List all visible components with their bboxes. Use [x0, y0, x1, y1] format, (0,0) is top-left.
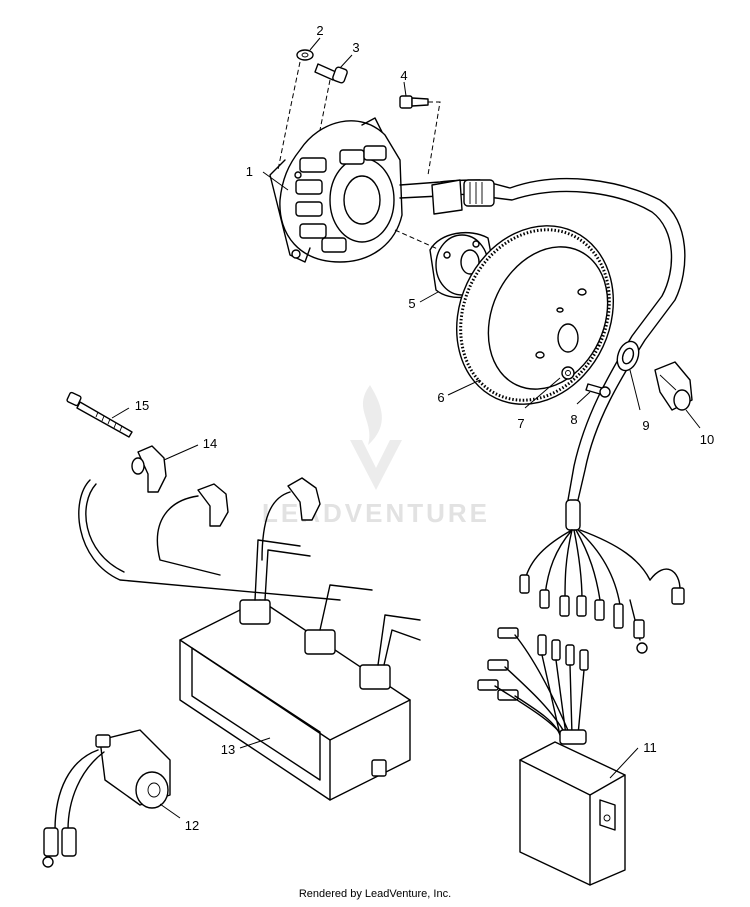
callout-13: 13	[221, 742, 235, 757]
callout-7: 7	[517, 416, 524, 431]
callout-12: 12	[185, 818, 199, 833]
callout-11: 11	[643, 740, 657, 755]
leader-lines	[111, 37, 701, 819]
footer-credit: Rendered by LeadVenture, Inc.	[298, 888, 452, 900]
watermark-text: LEADVENTURE	[262, 498, 490, 528]
screw[interactable]	[314, 63, 348, 84]
callout-9: 9	[642, 418, 649, 433]
stator[interactable]	[269, 117, 403, 263]
stator-cable	[399, 177, 686, 501]
callout-15: 15	[135, 398, 149, 413]
washer[interactable]	[296, 49, 314, 61]
ignition-module[interactable]	[78, 477, 421, 801]
callout-4: 4	[400, 68, 407, 83]
washer-9[interactable]	[613, 338, 642, 373]
callout-2: 2	[316, 23, 323, 38]
screw-4[interactable]	[399, 95, 429, 109]
nut[interactable]	[561, 366, 575, 380]
watermark: LEADVENTURE	[262, 385, 490, 528]
relay[interactable]	[42, 729, 171, 868]
callout-labels: 1 2 3 4 5 6 7 8 9 10 11 12 13 14 15	[135, 23, 714, 833]
callout-3: 3	[352, 40, 359, 55]
puller[interactable]	[654, 361, 693, 411]
callout-1: 1	[246, 164, 253, 179]
callout-6: 6	[437, 390, 444, 405]
callout-10: 10	[700, 432, 714, 447]
flywheel[interactable]	[428, 200, 642, 430]
regulator-harness[interactable]	[477, 499, 685, 886]
long-bolt[interactable]	[66, 391, 133, 438]
callout-8: 8	[570, 412, 577, 427]
bolt[interactable]	[585, 383, 611, 398]
callout-14: 14	[203, 436, 217, 451]
spark-plug-cap[interactable]	[131, 445, 167, 493]
callout-5: 5	[408, 296, 415, 311]
